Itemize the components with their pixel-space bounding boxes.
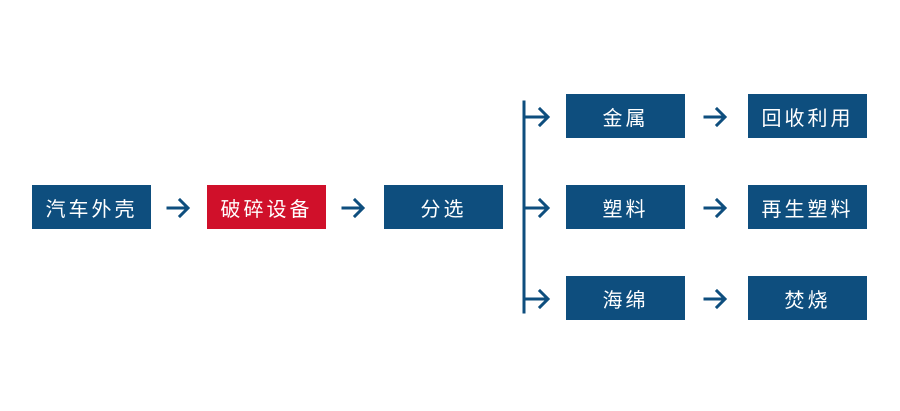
node-source: 汽车外壳 (32, 185, 151, 229)
node-label: 再生塑料 (761, 196, 854, 221)
node-label: 分选 (420, 196, 467, 221)
arrow-right-icon (524, 197, 551, 219)
node-label: 海绵 (602, 287, 649, 312)
arrow-right-icon (166, 197, 191, 219)
arrow-right-icon (341, 197, 366, 219)
node-metal: 金属 (566, 94, 685, 138)
node-label: 回收利用 (761, 105, 854, 130)
node-label: 塑料 (602, 196, 649, 221)
node-label: 汽车外壳 (45, 196, 138, 221)
node-recycle: 回收利用 (748, 94, 867, 138)
arrow-right-icon (524, 106, 551, 128)
node-plastic: 塑料 (566, 185, 685, 229)
node-label: 焚烧 (784, 287, 831, 312)
node-label: 金属 (602, 105, 649, 130)
node-label: 破碎设备 (220, 196, 313, 221)
node-incineration: 焚烧 (748, 276, 867, 320)
node-sorting: 分选 (384, 185, 503, 229)
node-sponge: 海绵 (566, 276, 685, 320)
arrow-right-icon (703, 288, 728, 310)
arrow-right-icon (703, 106, 728, 128)
node-shredder: 破碎设备 (207, 185, 326, 229)
arrow-right-icon (524, 288, 551, 310)
arrow-right-icon (703, 197, 728, 219)
node-regenerated-plastic: 再生塑料 (748, 185, 867, 229)
